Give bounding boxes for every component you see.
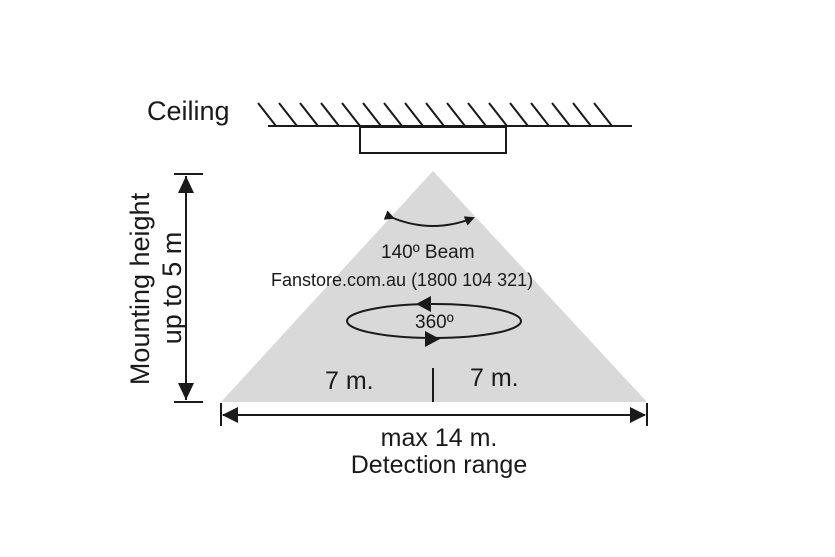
detection-range-label: Detection range	[351, 451, 528, 479]
width-dimension	[220, 403, 648, 426]
rotation-arrow-bottom-icon	[425, 331, 440, 347]
height-arrow-top-icon	[178, 176, 194, 193]
beam-angle-arc	[383, 210, 475, 227]
max-range-label: max 14 m.	[381, 424, 498, 452]
beam-label: 140º Beam	[381, 242, 475, 263]
width-arrow-left-icon	[222, 407, 238, 423]
ceiling-surface	[257, 102, 632, 127]
sensor-unit	[359, 126, 507, 154]
width-arrow-right-icon	[630, 407, 646, 423]
right-range-label: 7 m.	[470, 364, 519, 392]
mounting-height-label: Mounting height	[125, 192, 155, 385]
left-range-label: 7 m.	[325, 367, 374, 395]
height-arrow-bottom-icon	[178, 383, 194, 400]
ceiling-label: Ceiling	[147, 96, 230, 126]
rotation-arrow-top-icon	[416, 296, 431, 312]
detection-cone	[221, 171, 647, 402]
mounting-height-sub-label: up to 5 m	[157, 232, 187, 345]
rotation-label: 360º	[415, 312, 454, 333]
contact-text: Fanstore.com.au (1800 104 321)	[271, 270, 533, 290]
height-dimension	[174, 173, 203, 403]
